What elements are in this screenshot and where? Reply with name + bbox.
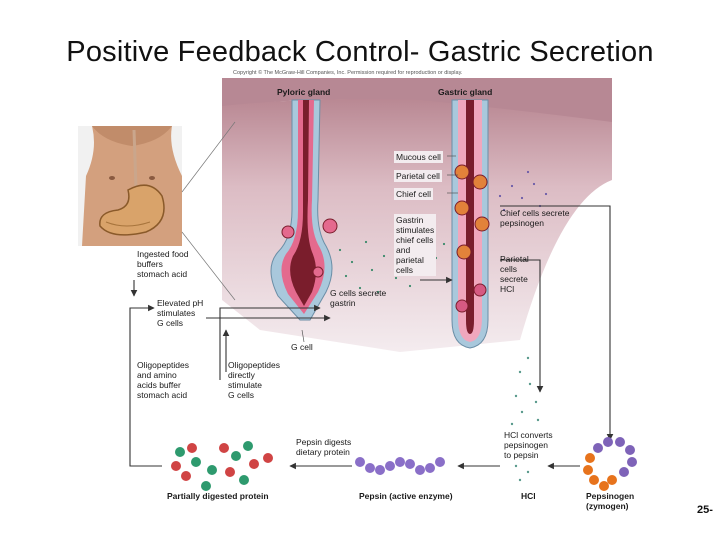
step-g-cells-secrete-gastrin: G cells secrete gastrin [330, 288, 387, 308]
label-partially-digested-protein: Partially digested protein [167, 491, 269, 501]
step-ingested-food: Ingested food buffers stomach acid [137, 249, 189, 279]
pyloric-gland [270, 99, 338, 321]
parietal-cell-label: Parietal cell [394, 170, 442, 182]
slide-title: Positive Feedback Control- Gastric Secre… [66, 36, 654, 68]
hcl-particles [510, 356, 540, 482]
step-gastrin-stimulates: Gastrin stimulates chief cells and parie… [394, 214, 437, 276]
pyloric-gland-label: Pyloric gland [277, 87, 331, 97]
label-pepsin-active-enzyme: Pepsin (active enzyme) [359, 491, 453, 501]
step-pepsin-digests: Pepsin digests dietary protein [296, 437, 352, 457]
label-hcl: HCl [521, 491, 536, 501]
pepsin-chain [355, 457, 445, 475]
partially-digested-protein-beads [171, 441, 273, 491]
feedback-arrows [129, 205, 614, 470]
step-oligopeptides-buffer: Oligopeptides and amino acids buffer sto… [137, 360, 189, 400]
copyright-notice: Copyright © The McGraw-Hill Companies, I… [233, 70, 463, 76]
gastric-gland-label: Gastric gland [438, 87, 493, 97]
step-chief-cells-secrete: Chief cells secrete pepsinogen [500, 208, 570, 228]
chief-cell-label: Chief cell [394, 188, 433, 200]
g-cell-label: G cell [291, 342, 313, 352]
pepsinogen-particles [498, 170, 548, 212]
pepsinogen-loop [583, 437, 637, 491]
step-parietal-cells-secrete: Parietal cells secrete HCl [500, 254, 529, 294]
cell-label-leaders [301, 155, 458, 343]
mucous-cell-label: Mucous cell [394, 151, 443, 163]
label-pepsinogen-zymogen: Pepsinogen (zymogen) [586, 491, 635, 511]
step-oligopeptides-stimulate: Oligopeptides directly stimulate G cells [228, 360, 280, 400]
magnify-line-top [181, 121, 236, 193]
step-elevated-ph: Elevated pH stimulates G cells [157, 298, 204, 328]
magnify-line-bottom [181, 231, 236, 301]
gastric-gland [451, 99, 490, 349]
step-hcl-converts: HCl converts pepsinogen to pepsin [504, 430, 553, 460]
human-torso-photo [78, 126, 182, 246]
gastrin-particles [338, 240, 446, 294]
page-number: 25- [697, 504, 713, 516]
